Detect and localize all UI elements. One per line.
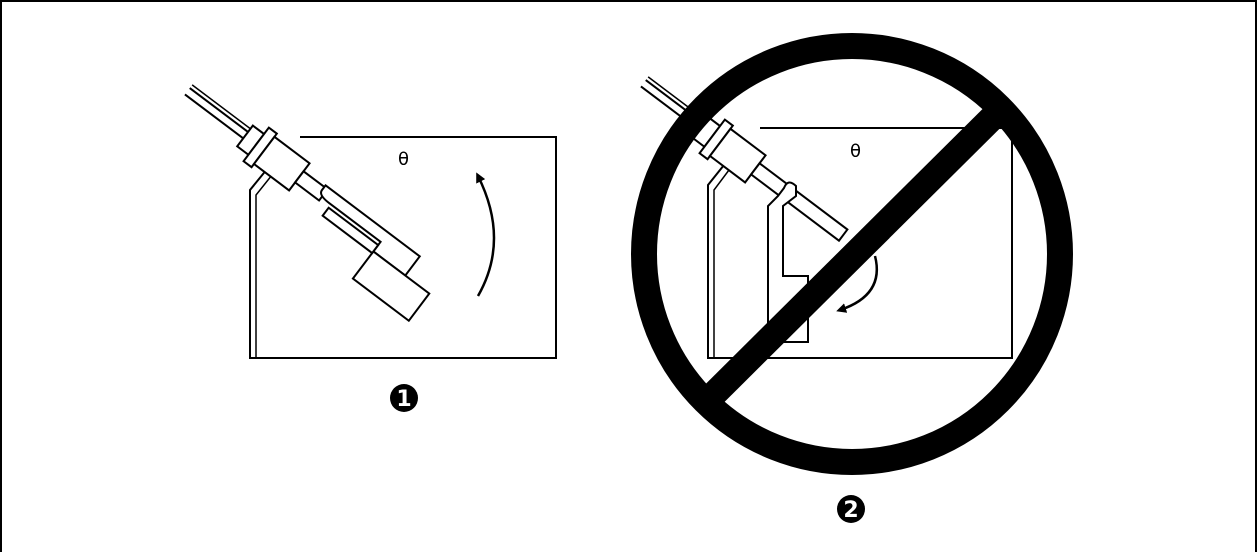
panel-mark: θ (850, 141, 861, 162)
enclosure-outline (249, 136, 557, 359)
badge-label: 1 (396, 387, 411, 412)
badge-incorrect: 2 (837, 495, 865, 523)
panel-mark: θ (398, 149, 409, 170)
sensor-assembly (184, 84, 431, 323)
prohibition-icon (631, 33, 1073, 475)
sensor-assembly (640, 76, 849, 243)
panel-correct (184, 84, 557, 359)
badge-label: 2 (843, 498, 858, 523)
badge-correct: 1 (390, 384, 418, 412)
curved-arrow-icon (476, 172, 496, 297)
curved-arrow-icon (836, 255, 878, 313)
